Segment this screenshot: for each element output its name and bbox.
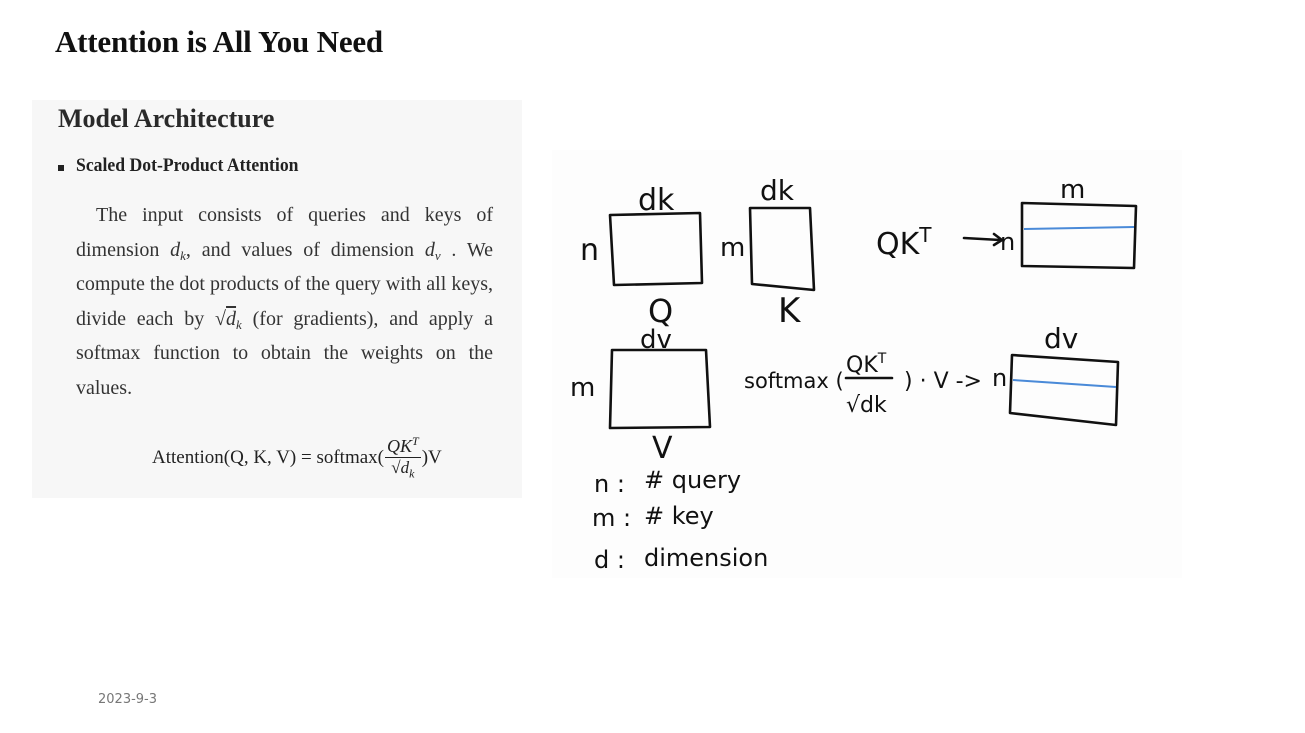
legend-d-meaning: dimension: [644, 544, 768, 572]
content-panel: [32, 100, 522, 498]
dv-subscript: v: [434, 247, 441, 263]
paragraph-text-4: (for gradients), and apply a softmax fun…: [76, 307, 493, 399]
handwritten-sketch: dk n Q dk m K QKT n m dv m V softmax ( Q…: [552, 150, 1182, 578]
v-matrix-name: V: [652, 431, 673, 466]
qkt-matrix-box: [1020, 201, 1138, 270]
result-row-highlight: [1012, 379, 1117, 388]
slide-title: Attention is All You Need: [55, 24, 383, 59]
legend-n-meaning: # query: [644, 466, 741, 494]
formula-denominator: √dk: [391, 458, 415, 481]
legend-m-meaning: # key: [644, 502, 714, 530]
k-col-label: dk: [760, 174, 795, 207]
qkt-expression: QKT: [876, 223, 932, 262]
v-row-label: m: [570, 373, 595, 403]
q-col-label: dk: [638, 183, 675, 218]
k-matrix-box: [748, 206, 816, 292]
q-row-label: n: [580, 233, 599, 268]
formula-rhs: )V: [421, 446, 442, 468]
qkt-col-label: m: [1060, 175, 1085, 205]
formula-numerator: QKT: [385, 434, 421, 458]
description-paragraph: The input consists of queries and keys o…: [76, 198, 493, 405]
paragraph-text-3: . We compute the dot products of the que…: [76, 238, 493, 330]
result-col-label: dv: [1044, 322, 1078, 355]
legend-m-symbol: m :: [592, 504, 631, 532]
k-row-label: m: [720, 233, 745, 263]
v-matrix-box: [608, 348, 712, 430]
dk-subscript: k: [180, 247, 186, 263]
sqrt-symbol: √: [215, 307, 227, 330]
dk-variable: d: [170, 238, 181, 261]
attention-formula: Attention(Q, K, V) = softmax( QKT √dk )V: [152, 434, 442, 481]
formula-lhs: Attention(Q, K, V) = softmax(: [152, 446, 384, 468]
result-matrix-box: [1008, 353, 1120, 427]
bullet-square-icon: [58, 165, 64, 171]
k-matrix-name: K: [778, 291, 802, 331]
softmax-numerator: QKT: [846, 351, 887, 378]
sqrt-subscript: k: [236, 316, 242, 332]
paragraph-text-1: The input consists of queries and keys o…: [76, 204, 493, 261]
sketch-canvas: dk n Q dk m K QKT n m dv m V softmax ( Q…: [570, 174, 1138, 574]
dv-variable: d: [424, 238, 435, 261]
q-matrix-name: Q: [648, 292, 673, 330]
q-matrix-box: [608, 211, 704, 287]
arrow-line: [962, 232, 1004, 247]
formula-fraction: QKT √dk: [385, 434, 421, 481]
result-row-label: n: [992, 364, 1007, 392]
sqrt-variable: d: [226, 307, 237, 330]
footer-date: 2023-9-3: [98, 692, 158, 707]
v-col-label: dv: [640, 325, 672, 355]
section-title: Model Architecture: [58, 104, 275, 133]
bullet-title: Scaled Dot-Product Attention: [76, 155, 299, 176]
qkt-row-label: n: [1000, 228, 1015, 256]
paragraph-text-2: , and values of dimension: [185, 238, 425, 261]
legend-d-symbol: d :: [594, 546, 625, 574]
softmax-prefix: softmax (: [744, 369, 844, 393]
qkt-row-highlight: [1023, 226, 1135, 230]
softmax-suffix: ) · V ->: [904, 369, 982, 394]
legend-n-symbol: n :: [594, 470, 625, 498]
softmax-denominator: √dk: [846, 393, 887, 418]
